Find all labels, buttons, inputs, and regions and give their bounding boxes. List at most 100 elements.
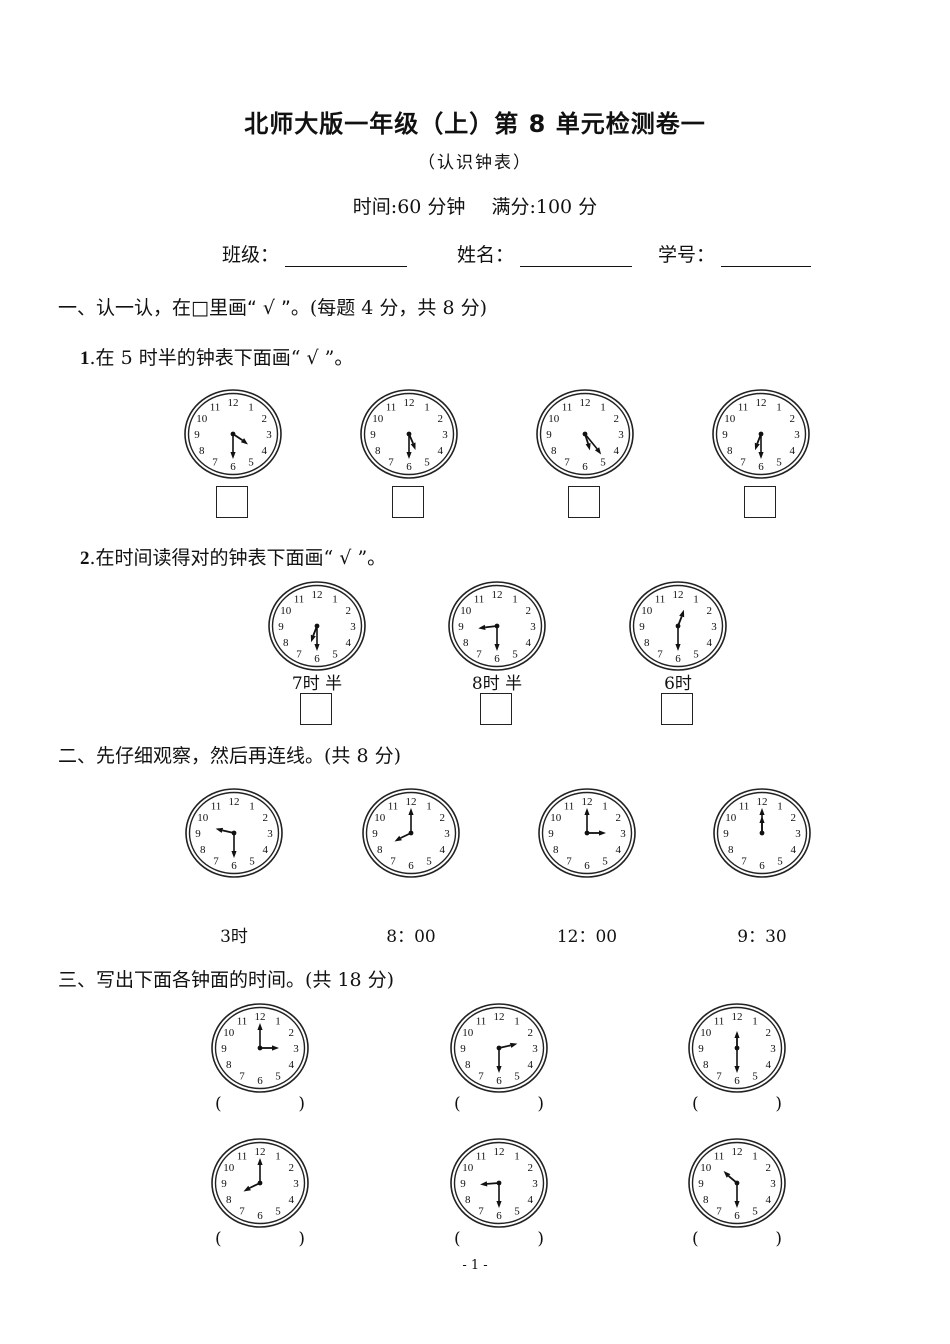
- svg-text:11: 11: [564, 800, 575, 812]
- answer-checkbox[interactable]: [392, 486, 424, 518]
- svg-text:9: 9: [372, 828, 378, 840]
- svg-text:2: 2: [613, 413, 619, 425]
- svg-text:10: 10: [641, 605, 653, 617]
- class-input[interactable]: [285, 244, 408, 267]
- answer-blank[interactable]: [222, 1094, 299, 1114]
- svg-text:3: 3: [350, 621, 356, 633]
- question-1-text: .在 5 时半的钟表下面画“ √ ”。: [89, 347, 354, 369]
- svg-text:1: 1: [514, 1150, 520, 1162]
- answer-checkbox[interactable]: [480, 693, 512, 725]
- paren-close: ): [298, 1229, 305, 1249]
- answer-blank[interactable]: [461, 1094, 538, 1114]
- name-field: 姓名：: [457, 240, 633, 267]
- svg-text:9: 9: [698, 1043, 704, 1055]
- answer-checkbox[interactable]: [568, 486, 600, 518]
- svg-text:7: 7: [741, 856, 747, 868]
- svg-text:3: 3: [267, 828, 273, 840]
- svg-text:5: 5: [752, 1071, 758, 1083]
- student-id-input[interactable]: [721, 244, 812, 267]
- svg-text:9: 9: [548, 828, 554, 840]
- svg-text:2: 2: [288, 1027, 294, 1039]
- svg-text:11: 11: [210, 401, 221, 413]
- time-reading-label: 6时: [664, 674, 692, 694]
- svg-text:5: 5: [602, 856, 608, 868]
- svg-text:2: 2: [615, 812, 621, 824]
- svg-text:8: 8: [465, 1059, 471, 1071]
- matching-time-label[interactable]: 8：00: [386, 927, 436, 947]
- svg-text:8: 8: [200, 844, 206, 856]
- svg-text:1: 1: [426, 800, 432, 812]
- svg-text:5: 5: [424, 457, 430, 469]
- answer-blank[interactable]: [699, 1094, 776, 1114]
- section-2-title: 二、先仔细观察，然后再连线。: [58, 745, 325, 767]
- section-2-points: (共 8 分): [324, 745, 402, 767]
- svg-text:1: 1: [512, 593, 518, 605]
- svg-text:12: 12: [494, 1146, 505, 1158]
- name-input[interactable]: [520, 244, 633, 267]
- svg-text:5: 5: [512, 649, 518, 661]
- student-id-label: 学号：: [658, 244, 716, 266]
- svg-text:6: 6: [759, 860, 765, 872]
- svg-text:9: 9: [639, 621, 645, 633]
- matching-time-label[interactable]: 9：30: [737, 927, 787, 947]
- svg-text:12: 12: [404, 397, 415, 409]
- answer-checkbox[interactable]: [300, 693, 332, 725]
- svg-text:6: 6: [257, 1210, 263, 1222]
- svg-text:9: 9: [194, 429, 200, 441]
- svg-text:1: 1: [752, 1150, 758, 1162]
- section-2-heading: 二、先仔细观察，然后再连线。(共 8 分): [58, 741, 401, 768]
- svg-text:1: 1: [275, 1150, 281, 1162]
- svg-text:8: 8: [226, 1059, 232, 1071]
- answer-parentheses[interactable]: (): [692, 1229, 782, 1249]
- answer-checkbox[interactable]: [661, 693, 693, 725]
- svg-text:11: 11: [739, 800, 750, 812]
- svg-text:11: 11: [738, 401, 749, 413]
- svg-text:2: 2: [525, 605, 531, 617]
- svg-text:2: 2: [765, 1162, 771, 1174]
- svg-text:8: 8: [199, 445, 205, 457]
- paren-open: (: [692, 1094, 699, 1114]
- answer-checkbox[interactable]: [744, 486, 776, 518]
- answer-blank[interactable]: [461, 1229, 538, 1249]
- svg-text:9: 9: [221, 1178, 227, 1190]
- answer-parentheses[interactable]: (): [454, 1229, 544, 1249]
- svg-text:6: 6: [582, 461, 588, 473]
- svg-text:11: 11: [388, 800, 399, 812]
- class-field: 班级：: [222, 240, 408, 267]
- svg-text:12: 12: [673, 589, 684, 601]
- full-score: 满分:100 分: [491, 196, 598, 218]
- svg-text:3: 3: [532, 1178, 538, 1190]
- svg-text:5: 5: [693, 649, 699, 661]
- answer-blank[interactable]: [222, 1229, 299, 1249]
- answer-parentheses[interactable]: (): [215, 1229, 305, 1249]
- exam-meta: 时间:60 分钟 满分:100 分: [0, 192, 950, 219]
- answer-checkbox[interactable]: [216, 486, 248, 518]
- svg-text:6: 6: [584, 860, 590, 872]
- answer-parentheses[interactable]: (): [215, 1094, 305, 1114]
- answer-parentheses[interactable]: (): [454, 1094, 544, 1114]
- svg-text:8: 8: [551, 445, 557, 457]
- matching-time-label[interactable]: 3时: [220, 927, 248, 947]
- svg-text:9: 9: [460, 1178, 466, 1190]
- svg-text:4: 4: [765, 1059, 771, 1071]
- svg-text:3: 3: [770, 1043, 776, 1055]
- svg-text:3: 3: [444, 828, 450, 840]
- answer-blank[interactable]: [699, 1229, 776, 1249]
- svg-text:3: 3: [795, 828, 801, 840]
- svg-text:12: 12: [756, 397, 767, 409]
- svg-text:12: 12: [255, 1011, 266, 1023]
- svg-text:6: 6: [230, 461, 236, 473]
- svg-text:1: 1: [777, 800, 783, 812]
- answer-parentheses[interactable]: (): [692, 1094, 782, 1114]
- matching-time-label[interactable]: 12：00: [556, 927, 618, 947]
- svg-text:5: 5: [248, 457, 254, 469]
